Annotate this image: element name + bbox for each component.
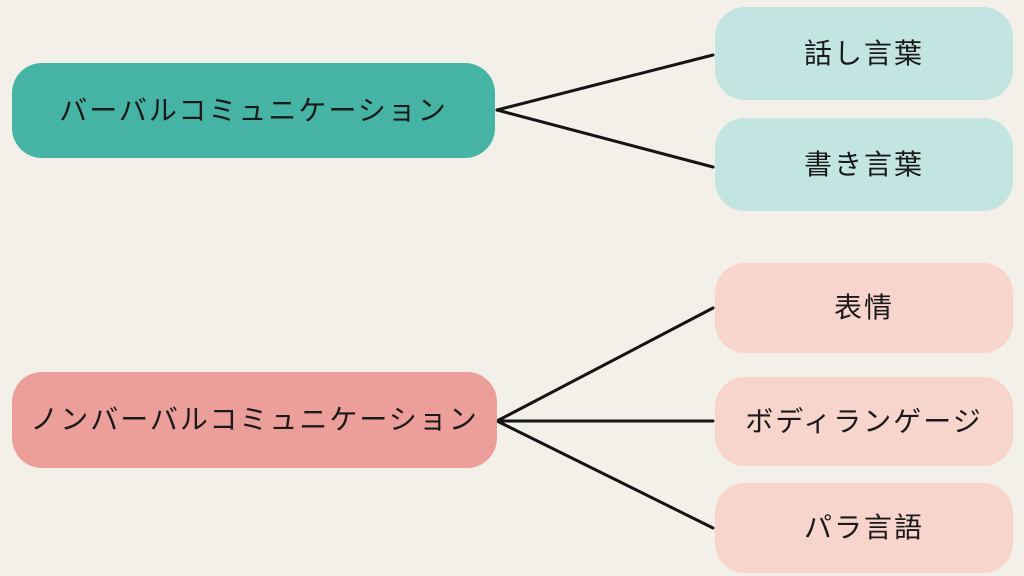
node-facial-expression-label: 表情 [833,292,894,323]
node-body-language-label: ボディランゲージ [745,405,983,437]
node-written-language[interactable]: 書き言葉 [715,118,1013,211]
node-verbal-communication[interactable]: バーバルコミュニケーション [12,63,495,158]
node-body-language[interactable]: ボディランゲージ [715,377,1013,466]
connector-verbal-written [495,108,715,169]
node-paralanguage[interactable]: パラ言語 [715,483,1013,573]
node-facial-expression[interactable]: 表情 [715,263,1013,353]
connector-verbal-spoken [495,53,715,112]
node-verbal-communication-label: バーバルコミュニケーション [59,94,448,126]
node-spoken-language-label: 話し言葉 [803,37,924,69]
node-paralanguage-label: パラ言語 [803,512,924,543]
connector-nonverbal-facial [495,306,715,423]
node-spoken-language[interactable]: 話し言葉 [715,7,1013,100]
connector-nonverbal-para [495,419,715,530]
node-nonverbal-communication-label: ノンバーバルコミュニケーション [30,404,479,435]
node-written-language-label: 書き言葉 [803,148,924,180]
node-nonverbal-communication[interactable]: ノンバーバルコミュニケーション [12,372,497,468]
